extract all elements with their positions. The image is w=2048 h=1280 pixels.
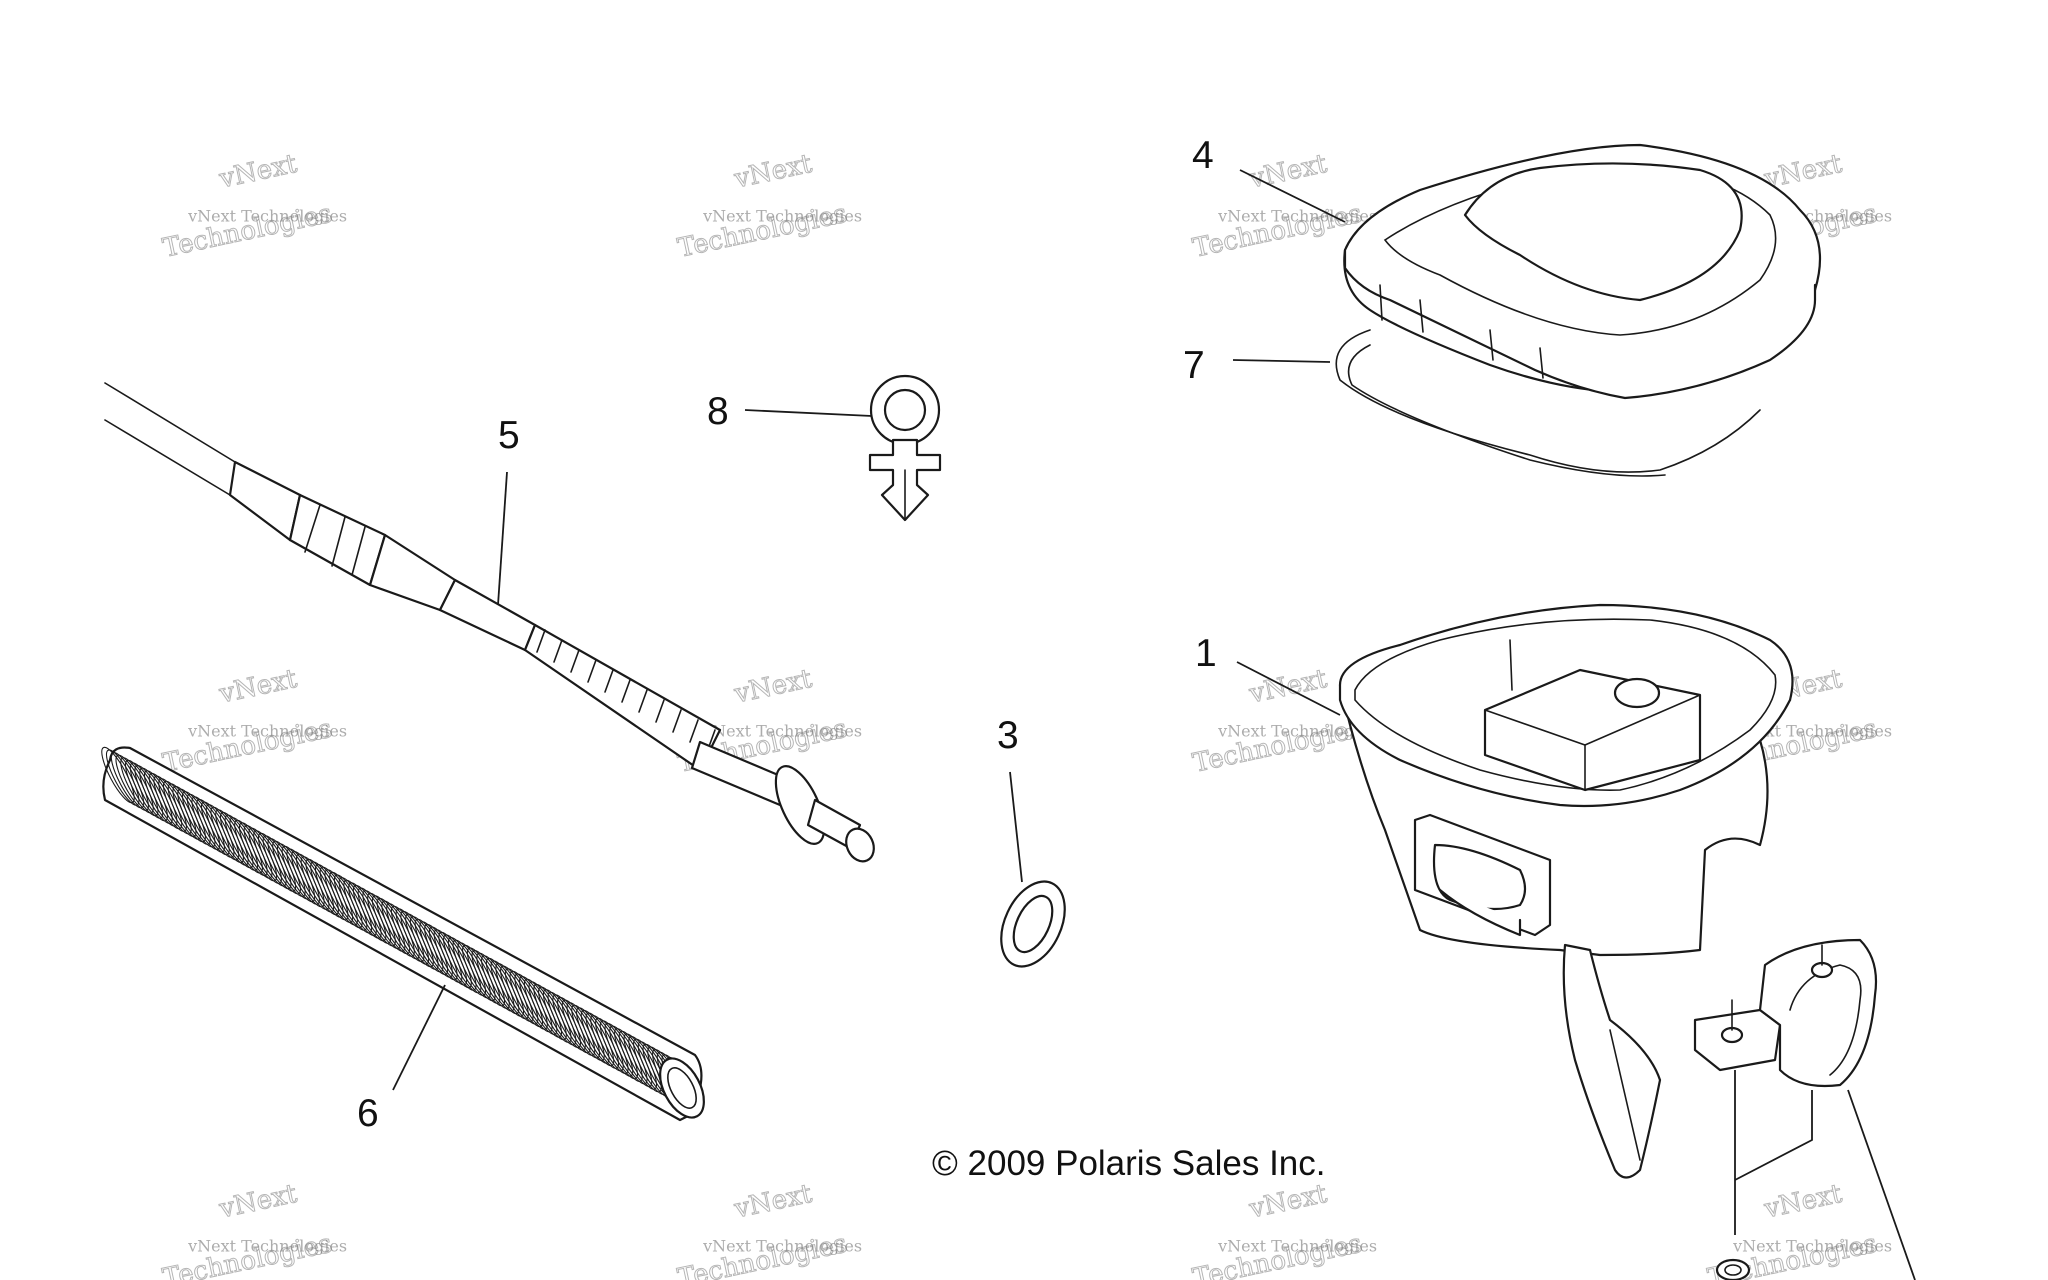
svg-text:vNext Technologies: vNext Technologies (702, 721, 862, 740)
svg-text:vNext Technologies: vNext Technologies (702, 206, 862, 225)
callout-8: 8 (707, 390, 729, 433)
callout-6: 6 (357, 1092, 379, 1135)
svg-text:vNext Technologies: vNext Technologies (1732, 1236, 1892, 1255)
callout-5: 5 (498, 414, 520, 457)
svg-text:vNext Technologies: vNext Technologies (1217, 206, 1377, 225)
part-6-conduit (101, 746, 705, 1122)
leader-7 (1232, 359, 1331, 363)
leader-8 (744, 409, 873, 417)
part-7-gasket (1335, 329, 1761, 477)
leader-3 (1009, 771, 1023, 883)
svg-text:vNext: vNext (1246, 149, 1330, 195)
leader-6 (392, 984, 446, 1091)
svg-text:vNext Technologies: vNext Technologies (702, 1236, 862, 1255)
copyright-notice: © 2009 Polaris Sales Inc. (932, 1144, 1326, 1183)
svg-text:vNext: vNext (731, 1179, 815, 1225)
svg-text:vNext: vNext (731, 149, 815, 195)
callout-1: 1 (1195, 632, 1217, 675)
callout-labels: 4 7 1 8 5 3 6 (357, 134, 1217, 1135)
leader-lines (392, 169, 1346, 1091)
svg-text:vNext Technologies: vNext Technologies (187, 1236, 347, 1255)
part-clamp (1693, 938, 1916, 1280)
part-8-clip (868, 374, 942, 522)
svg-text:vNext: vNext (731, 664, 815, 710)
part-4-cover (1343, 143, 1822, 400)
part-5-cable (104, 382, 875, 863)
callout-7: 7 (1183, 344, 1205, 387)
svg-text:vNext: vNext (1246, 1179, 1330, 1225)
svg-text:vNext Technologies: vNext Technologies (187, 721, 347, 740)
svg-text:vNext Technologies: vNext Technologies (1217, 721, 1377, 740)
part-1-housing (1338, 603, 1794, 1179)
part-3-washer (1000, 880, 1066, 968)
callout-4: 4 (1192, 134, 1214, 177)
svg-text:vNext: vNext (1761, 1179, 1845, 1225)
leader-1 (1236, 661, 1341, 716)
svg-text:vNext: vNext (216, 149, 300, 195)
leader-5 (497, 471, 508, 606)
svg-text:vNext: vNext (216, 664, 300, 710)
svg-text:vNext Technologies: vNext Technologies (1217, 1236, 1377, 1255)
svg-text:vNext Technologies: vNext Technologies (187, 206, 347, 225)
leader-4 (1239, 169, 1346, 223)
svg-text:vNext: vNext (216, 1179, 300, 1225)
callout-3: 3 (997, 714, 1019, 757)
